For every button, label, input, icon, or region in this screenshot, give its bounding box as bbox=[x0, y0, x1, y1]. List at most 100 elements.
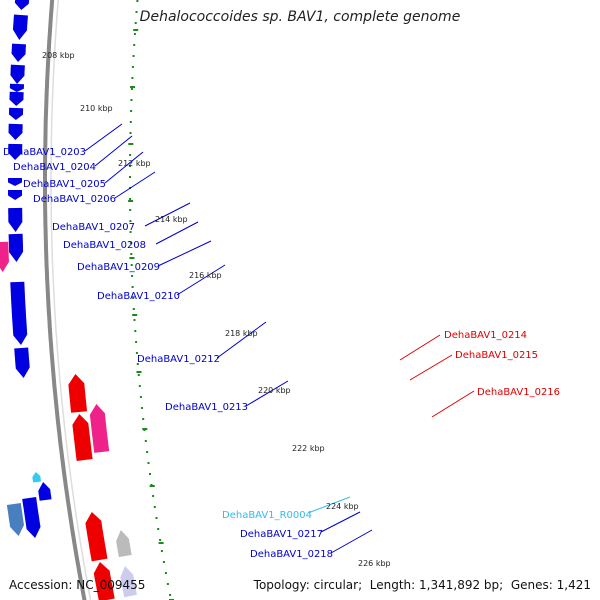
label-leader-lines bbox=[84, 123, 475, 554]
leader-line-3 bbox=[114, 171, 156, 199]
tick-dot bbox=[169, 594, 172, 596]
length-value: 1,341,892 bp bbox=[419, 578, 500, 592]
accession-label: Accession: bbox=[9, 578, 73, 592]
gene-labels: DehaBAV1_0203 DehaBAV1_0204 DehaBAV1_020… bbox=[3, 147, 560, 560]
tick-dot bbox=[159, 539, 162, 541]
tick-dot bbox=[129, 132, 132, 134]
leader-line-12 bbox=[330, 529, 373, 554]
leader-line-15 bbox=[431, 390, 475, 418]
tick-dot bbox=[134, 22, 137, 24]
gene-label-0203[interactable]: DehaBAV1_0203 bbox=[3, 147, 86, 158]
gene-feature-magenta bbox=[0, 241, 9, 272]
gene-feature-grey bbox=[116, 530, 132, 558]
leader-line-6 bbox=[157, 240, 212, 267]
gene-label-0216[interactable]: DehaBAV1_0216 bbox=[477, 387, 560, 398]
tick-dot bbox=[141, 407, 143, 409]
gene-feature-lavender bbox=[120, 566, 137, 598]
tick-dot bbox=[131, 286, 134, 288]
genome-summary-footer: Topology: circular; Length: 1,341,892 bp… bbox=[253, 578, 591, 592]
tick-label-220: 220 kbp bbox=[258, 386, 291, 395]
gene-feature-forward-10 bbox=[8, 190, 23, 200]
tick-dot bbox=[132, 55, 135, 57]
gene-label-r0004[interactable]: DehaBAV1_R0004 bbox=[222, 510, 312, 521]
leader-line-9 bbox=[245, 380, 289, 407]
tick-label-224: 224 kbp bbox=[326, 502, 359, 511]
tick-dot bbox=[129, 209, 132, 211]
leader-line-11 bbox=[320, 511, 361, 533]
gene-feature-forward-3 bbox=[10, 64, 25, 84]
tick-dot bbox=[130, 110, 133, 112]
tick-dot bbox=[157, 528, 160, 530]
gene-label-0215[interactable]: DehaBAV1_0215 bbox=[455, 350, 538, 361]
gene-label-0209[interactable]: DehaBAV1_0209 bbox=[77, 262, 160, 273]
gene-feature-forward-0 bbox=[14, 0, 30, 10]
tick-dot bbox=[135, 11, 138, 13]
tick-label-226: 226 kbp bbox=[358, 559, 391, 568]
leader-line-14 bbox=[409, 354, 453, 381]
gene-feature-magenta-reverse bbox=[89, 404, 110, 453]
gene-label-0210[interactable]: DehaBAV1_0210 bbox=[97, 291, 180, 302]
leader-line-8 bbox=[216, 321, 267, 359]
tick-dash bbox=[158, 542, 164, 544]
map-title: Dehalococcoides sp. BAV1, complete genom… bbox=[139, 9, 461, 25]
leader-line-0 bbox=[84, 123, 123, 152]
tick-dot bbox=[131, 275, 134, 277]
tick-dash bbox=[132, 314, 138, 316]
tick-dash bbox=[133, 29, 139, 31]
gene-feature-forward-5 bbox=[9, 91, 24, 106]
tick-dot bbox=[129, 220, 132, 222]
gene-feature-forward-lower-0 bbox=[38, 482, 52, 501]
tick-dot bbox=[129, 176, 131, 178]
tick-dot bbox=[135, 352, 138, 354]
gene-label-0207[interactable]: DehaBAV1_0207 bbox=[52, 222, 135, 233]
gene-feature-forward-1 bbox=[12, 14, 28, 40]
tick-dot bbox=[155, 517, 158, 519]
gene-label-0204[interactable]: DehaBAV1_0204 bbox=[13, 162, 96, 173]
gene-feature-rna bbox=[32, 472, 41, 483]
gene-label-0212[interactable]: DehaBAV1_0212 bbox=[137, 354, 220, 365]
leader-line-1 bbox=[94, 135, 133, 167]
backbone-line bbox=[43, 0, 87, 600]
length-label: Length: bbox=[369, 578, 416, 592]
tick-dash bbox=[136, 371, 142, 373]
gene-feature-forward-11 bbox=[8, 207, 23, 232]
tick-dash bbox=[130, 86, 135, 88]
tick-dot bbox=[142, 418, 145, 420]
gene-feature-reverse-1 bbox=[72, 414, 93, 461]
gene-label-0218[interactable]: DehaBAV1_0218 bbox=[250, 549, 333, 560]
tick-dot bbox=[144, 440, 147, 442]
tick-dash bbox=[142, 428, 148, 430]
tick-labels: 208 kbp 210 kbp 212 kbp 214 kbp 216 kbp … bbox=[42, 51, 391, 568]
genes-label: Genes: bbox=[510, 578, 553, 592]
gene-feature-forward-13 bbox=[10, 281, 28, 345]
tick-dash bbox=[129, 257, 135, 259]
tick-dot bbox=[149, 473, 151, 475]
gene-label-0217[interactable]: DehaBAV1_0217 bbox=[240, 529, 323, 540]
tick-label-210: 210 kbp bbox=[80, 104, 113, 113]
topology-label: Topology: bbox=[253, 578, 310, 592]
leader-line-10 bbox=[307, 496, 351, 514]
gene-feature-forward-8 bbox=[8, 143, 23, 160]
gene-feature-forward-14 bbox=[14, 347, 30, 378]
tick-dash bbox=[149, 485, 155, 487]
genome-backbone bbox=[43, 0, 92, 600]
gene-feature-forward-7 bbox=[8, 123, 23, 140]
gene-feature-forward-9 bbox=[8, 178, 22, 186]
gene-label-0213[interactable]: DehaBAV1_0213 bbox=[165, 402, 248, 413]
tick-dot bbox=[130, 99, 133, 101]
tick-dot bbox=[129, 121, 132, 123]
tick-dot bbox=[166, 583, 169, 585]
gene-feature-steel bbox=[6, 503, 25, 536]
gene-label-0205[interactable]: DehaBAV1_0205 bbox=[23, 179, 106, 190]
tick-dot bbox=[129, 198, 132, 200]
gene-label-0206[interactable]: DehaBAV1_0206 bbox=[33, 194, 116, 205]
tick-dot bbox=[131, 66, 134, 68]
gene-label-0214[interactable]: DehaBAV1_0214 bbox=[444, 330, 527, 341]
tick-label-208: 208 kbp bbox=[42, 51, 75, 60]
accession-footer: Accession: NC_009455 bbox=[9, 578, 145, 592]
tick-label-212: 212 kbp bbox=[118, 159, 151, 168]
tick-dot bbox=[129, 242, 132, 244]
gene-label-0208[interactable]: DehaBAV1_0208 bbox=[63, 240, 146, 251]
leader-line-13 bbox=[399, 334, 441, 361]
tick-dash bbox=[128, 200, 134, 202]
